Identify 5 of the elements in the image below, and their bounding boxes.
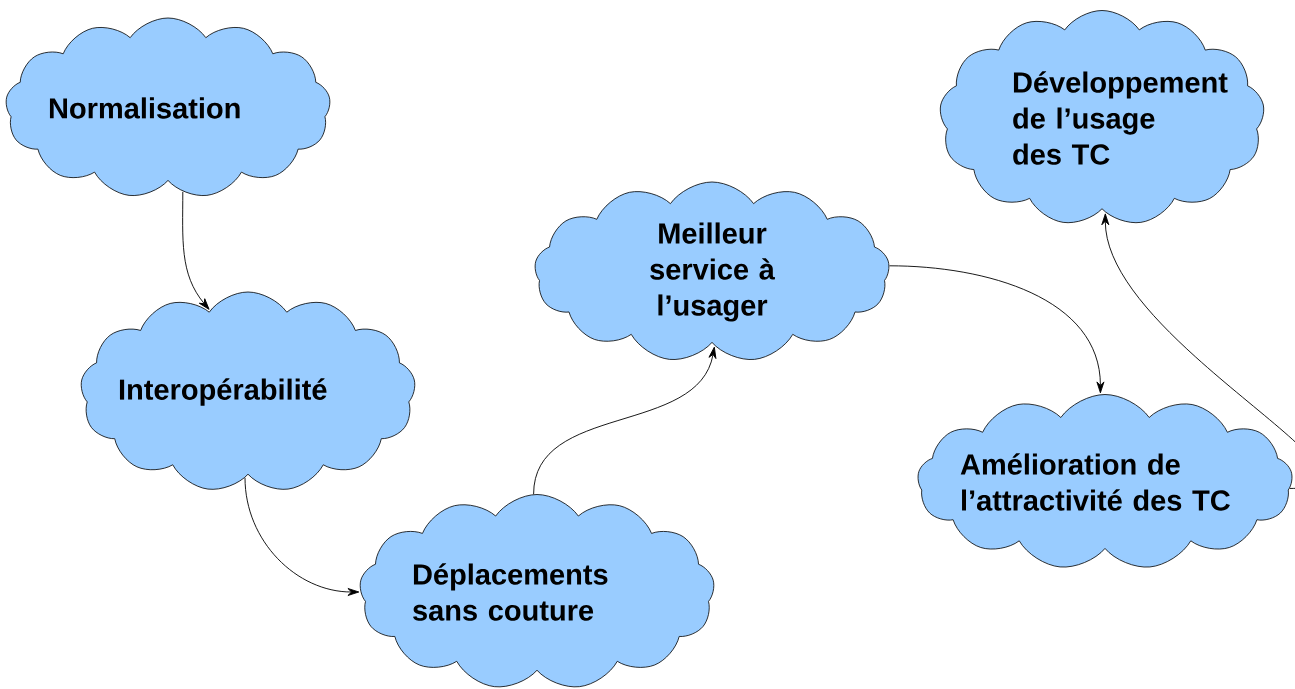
arrow (244, 477, 360, 596)
arrow (182, 191, 210, 310)
arrow (533, 346, 717, 495)
arrow (889, 265, 1105, 394)
arrow (1101, 213, 1295, 489)
